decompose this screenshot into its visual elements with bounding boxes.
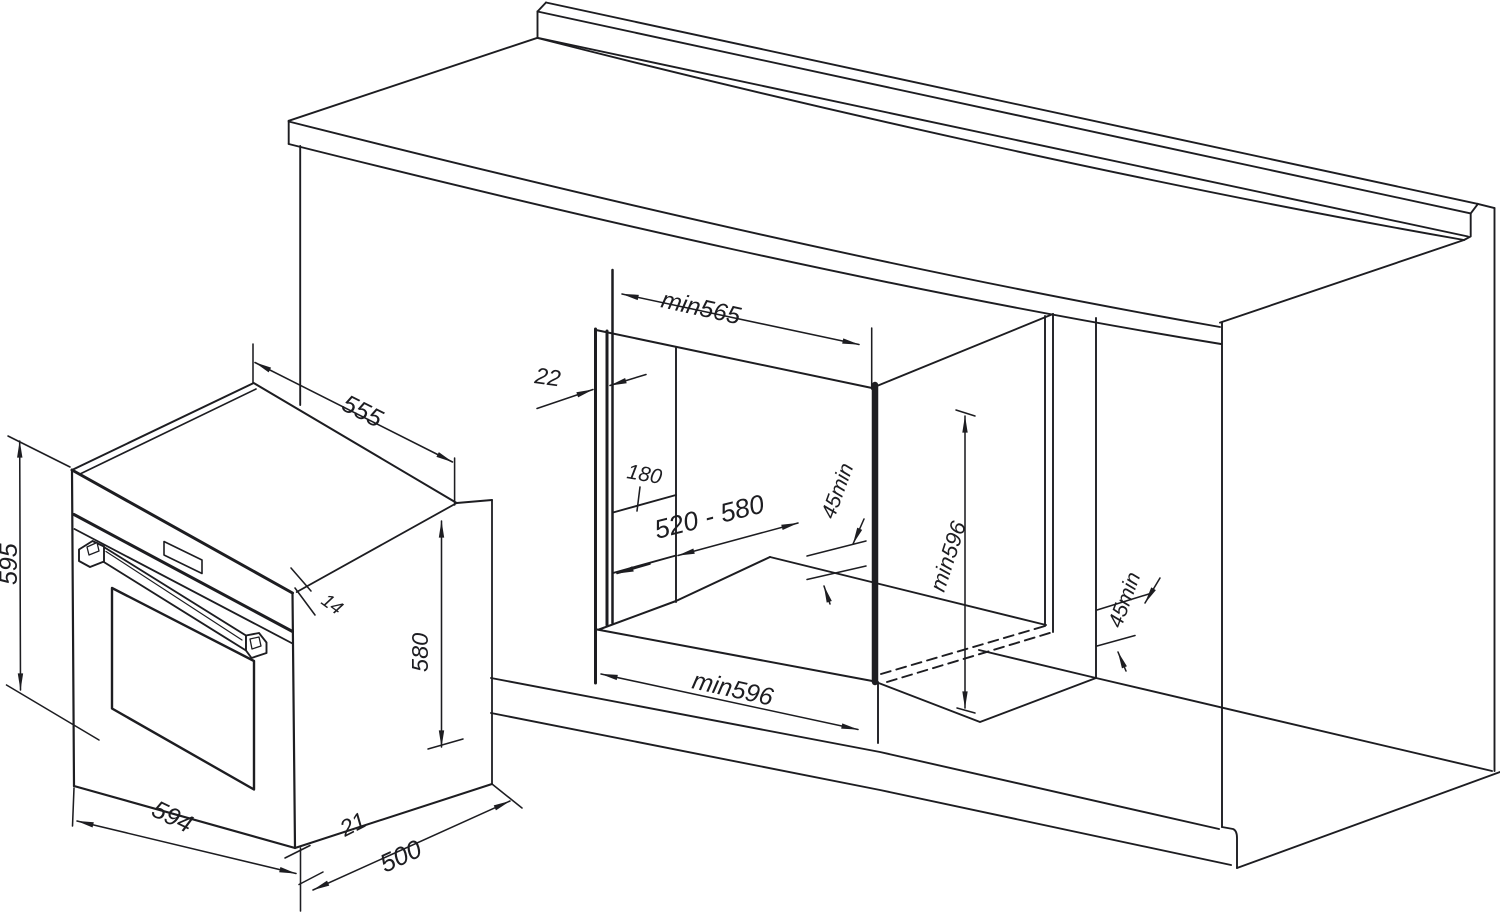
svg-text:min565: min565 bbox=[659, 286, 744, 330]
svg-text:180: 180 bbox=[625, 460, 664, 489]
svg-text:45min: 45min bbox=[1104, 569, 1145, 631]
svg-text:45min: 45min bbox=[817, 460, 858, 522]
svg-text:22: 22 bbox=[532, 362, 562, 391]
svg-text:21: 21 bbox=[335, 807, 370, 842]
svg-text:595: 595 bbox=[0, 543, 23, 585]
svg-text:594: 594 bbox=[147, 795, 197, 838]
svg-text:580: 580 bbox=[407, 633, 433, 672]
svg-text:min596: min596 bbox=[690, 667, 776, 712]
svg-text:555: 555 bbox=[337, 389, 387, 433]
svg-text:14: 14 bbox=[317, 590, 346, 619]
